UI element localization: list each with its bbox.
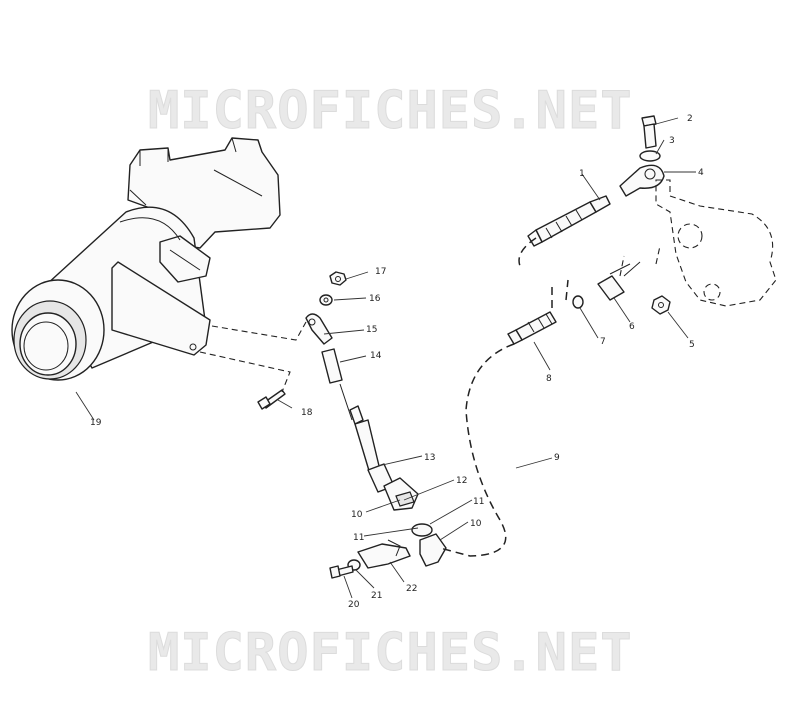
- callout-1: 1: [579, 169, 585, 179]
- callout-7: 7: [600, 337, 606, 347]
- leader-lines: [75, 117, 696, 599]
- part-15-rod-end: [305, 313, 333, 345]
- part-11-washer-lower: [411, 523, 433, 537]
- part-3-washer: [639, 150, 661, 162]
- part-18-bolt: [257, 389, 286, 410]
- part-7-washer: [572, 295, 584, 309]
- callout-21: 21: [371, 591, 382, 601]
- part-9-brake-cable: [439, 237, 661, 557]
- watermark-bottom: MICROFICHES.NET: [148, 623, 633, 683]
- callout-4: 4: [698, 168, 704, 178]
- callout-12: 12: [456, 476, 467, 486]
- part-19-steering-post: [11, 137, 281, 381]
- callout-15: 15: [366, 325, 377, 335]
- callout-18: 18: [301, 408, 313, 418]
- callout-10-lower: 10: [470, 519, 482, 529]
- part-8-cable-end: [507, 311, 557, 345]
- part-6-cable-housing-end: [597, 261, 641, 301]
- part-4-rod-end: [619, 164, 665, 197]
- callout-9: 9: [554, 453, 560, 463]
- part-2-bolt: [641, 115, 657, 149]
- linkage-lines: [199, 321, 307, 393]
- callout-20: 20: [348, 600, 360, 610]
- callout-3: 3: [669, 136, 675, 146]
- callout-13: 13: [424, 453, 435, 463]
- callout-14: 14: [370, 351, 382, 361]
- callout-labels: 17 16 15 14 18 13 12 10 11 11 10 22 21 2…: [90, 114, 704, 610]
- part-16-washer: [319, 294, 333, 306]
- callout-16: 16: [369, 294, 381, 304]
- part-14-sleeve: [321, 348, 343, 384]
- callout-2: 2: [687, 114, 693, 124]
- callout-6: 6: [629, 322, 635, 332]
- callout-10-upper: 10: [351, 510, 363, 520]
- part-22-bracket: [357, 539, 411, 569]
- part-12-nut: [383, 477, 419, 511]
- callout-17: 17: [375, 267, 386, 277]
- part-17-nut: [329, 271, 347, 286]
- callout-11-upper: 11: [473, 497, 484, 507]
- part-5-nut: [651, 295, 671, 315]
- brake-lever-outline: [655, 179, 777, 307]
- callout-22: 22: [406, 584, 417, 594]
- watermark-top: MICROFICHES.NET: [148, 81, 633, 141]
- callout-5: 5: [689, 340, 695, 350]
- callout-11-lower: 11: [353, 533, 364, 543]
- part-13-cable-end: [339, 383, 395, 493]
- callout-19: 19: [90, 418, 102, 428]
- part-20-bolt: [329, 565, 354, 579]
- callout-8: 8: [546, 374, 552, 384]
- part-1-cable-adjuster: [527, 195, 611, 247]
- part-10-nut-lower: [419, 533, 447, 567]
